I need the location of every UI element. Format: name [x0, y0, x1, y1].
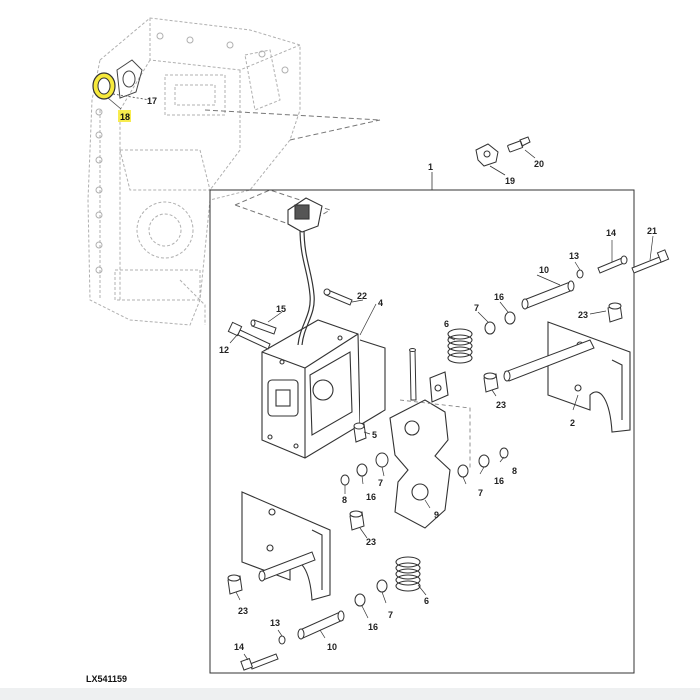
callout-16-d: 16 [368, 622, 378, 632]
part-16-ring-c [356, 463, 368, 477]
callout-20: 20 [534, 159, 544, 169]
part-13-washer-upper[interactable] [576, 269, 584, 279]
part-10-pin-lower[interactable] [297, 610, 345, 640]
callout-16-c: 16 [366, 492, 376, 502]
callout-7-b: 7 [478, 488, 483, 498]
lower-shaft [258, 551, 316, 582]
part-22-pin[interactable] [323, 288, 353, 306]
assembly-leader-lines [204, 109, 381, 229]
dowel-pin [409, 348, 417, 401]
part-4-solenoid-housing[interactable] [261, 319, 386, 459]
wiring-harness [297, 227, 315, 346]
part-8-ring-b [340, 474, 350, 486]
callout-5: 5 [372, 430, 377, 440]
callout-23-d: 23 [238, 606, 248, 616]
callout-8-a: 8 [512, 466, 517, 476]
part-18-seal-ring[interactable] [92, 72, 116, 100]
part-10-pin-upper[interactable] [521, 280, 575, 310]
wire-connector [287, 197, 323, 233]
callout-10-lower: 10 [327, 642, 337, 652]
part-21-long-bolt[interactable] [631, 249, 670, 274]
callout-15: 15 [276, 304, 286, 314]
shaft [503, 339, 595, 382]
housing-bolt-holes [95, 32, 289, 274]
part-6-spring-lower[interactable] [395, 556, 421, 592]
callout-21: 21 [647, 226, 657, 236]
part-14-bolt-lower[interactable] [240, 653, 279, 671]
callout-6-lower: 6 [424, 596, 429, 606]
part-19-clip[interactable] [475, 143, 499, 167]
part-7-washer-a [484, 321, 496, 335]
part-14-bolt-upper[interactable] [597, 255, 628, 274]
callout-7-a: 7 [474, 303, 479, 313]
part-7-washer-d [376, 579, 388, 593]
footer-bar [0, 688, 700, 700]
callout-23-b: 23 [496, 400, 506, 410]
part-9-lever[interactable] [389, 371, 451, 529]
callout-23-a: 23 [578, 310, 588, 320]
callout-10-upper: 10 [539, 265, 549, 275]
callout-6-upper: 6 [444, 319, 449, 329]
part-12-bolt[interactable] [227, 321, 271, 350]
part-23-sleeve-d[interactable] [227, 574, 243, 595]
part-16-ring-a [504, 311, 516, 325]
part-16-ring-b [478, 454, 490, 468]
figure-reference: LX541159 [86, 674, 128, 684]
callout-13-upper: 13 [569, 251, 579, 261]
callout-16-a: 16 [494, 292, 504, 302]
part-13-washer-lower[interactable] [278, 635, 286, 645]
callout-12: 12 [219, 345, 229, 355]
callout-7-c: 7 [378, 478, 383, 488]
callout-17: 17 [147, 96, 157, 106]
callout-19: 19 [505, 176, 515, 186]
part-23-sleeve-a[interactable] [607, 302, 623, 323]
lower-bracket[interactable] [241, 491, 331, 601]
callout-22: 22 [357, 291, 367, 301]
part-8-ring-a [499, 447, 509, 459]
part-6-spring-upper[interactable] [447, 328, 473, 364]
callout-7-d: 7 [388, 610, 393, 620]
part-23-sleeve-b[interactable] [483, 372, 499, 393]
callout-8-b: 8 [342, 495, 347, 505]
part-16-ring-d [354, 593, 366, 607]
callout-9: 9 [434, 510, 439, 520]
callout-16-b: 16 [494, 476, 504, 486]
part-17-gasket[interactable] [116, 59, 143, 99]
part-20-bolt[interactable] [507, 136, 531, 153]
part-15-sleeve[interactable] [250, 319, 277, 335]
part-23-sleeve-c[interactable] [349, 510, 365, 531]
assembly-frame [209, 189, 635, 674]
part-7-washer-c [375, 452, 389, 468]
callout-4: 4 [378, 298, 383, 308]
part-5-sleeve[interactable] [353, 422, 367, 443]
callout-1: 1 [428, 162, 433, 172]
callout-2: 2 [570, 418, 575, 428]
callout-14-lower: 14 [234, 642, 244, 652]
callout-14-upper: 14 [606, 228, 616, 238]
part-7-washer-b [457, 464, 469, 478]
callout-13-lower: 13 [270, 618, 280, 628]
callout-23-c: 23 [366, 537, 376, 547]
transmission-housing [87, 17, 301, 326]
callout-leaders [229, 235, 654, 661]
part-2-bracket[interactable] [547, 321, 631, 433]
callout-18-highlight [118, 110, 131, 122]
callout-18-text: 18 [120, 112, 130, 122]
